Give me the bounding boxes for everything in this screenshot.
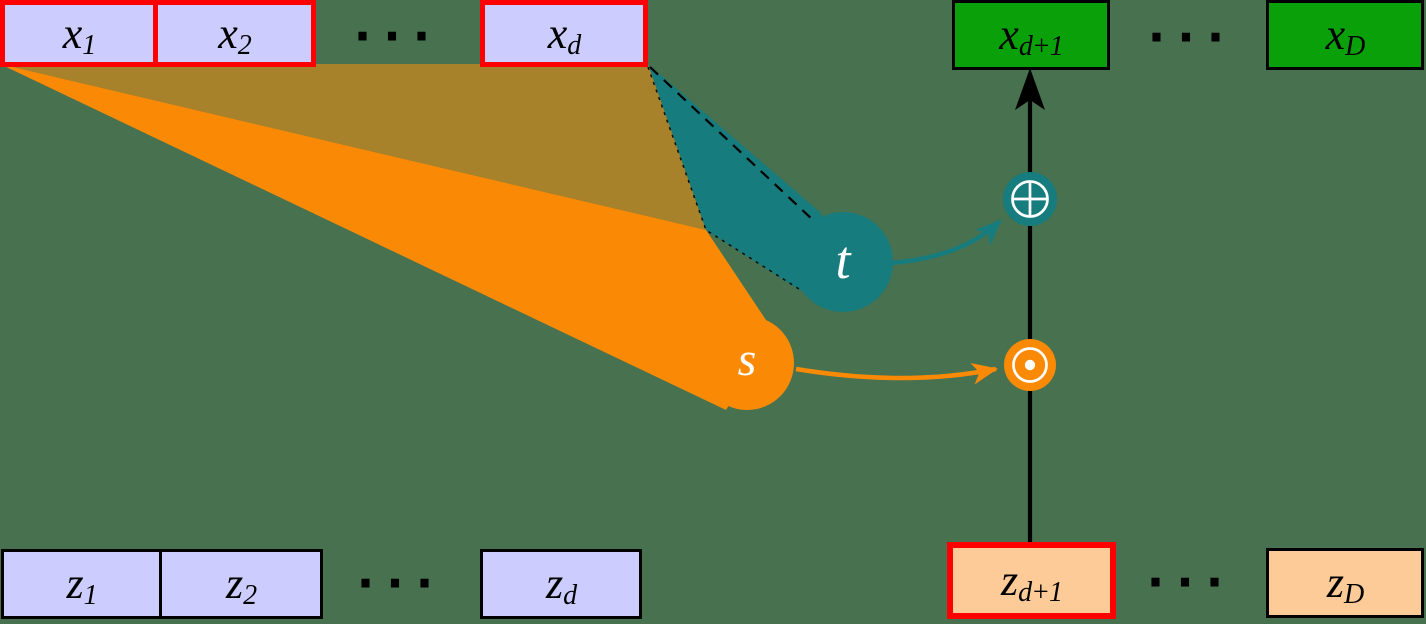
odot-icon — [1004, 339, 1056, 391]
fan-edge-dotted-line — [647, 66, 800, 290]
box-xd-label: x — [547, 8, 568, 58]
box-xD-subscript: D — [1345, 31, 1365, 62]
box-zD-subscript: D — [1343, 579, 1364, 610]
scale-fan — [0, 64, 774, 410]
box-xd-subscript: d — [567, 29, 581, 61]
ellipsis-bottom-left: ··· — [356, 556, 446, 610]
box-zd-label: z — [545, 559, 564, 608]
s-node-circle — [700, 316, 794, 410]
box-z2-label: z — [225, 559, 244, 608]
ellipsis-top-right: ··· — [1147, 10, 1237, 64]
t-arrow — [890, 219, 1002, 266]
box-xD-label: x — [1325, 10, 1346, 59]
ellipsis-bottom-right: ··· — [1146, 555, 1236, 609]
box-x2-label: x — [218, 8, 238, 58]
box-z2-subscript: 2 — [243, 580, 257, 611]
s-node-label: s — [737, 333, 757, 387]
s-arrow — [795, 362, 998, 385]
box-z1-subscript: 1 — [83, 580, 98, 611]
translate-fan — [648, 64, 822, 291]
box-zD-label: z — [1326, 558, 1344, 607]
oplus-icon — [1003, 172, 1057, 226]
box-x1-subscript: 1 — [82, 29, 96, 61]
ellipsis-top-left: ··· — [353, 9, 443, 63]
box-zd1-subscript: d+1 — [1018, 576, 1063, 608]
box-xd1-label: x — [999, 10, 1019, 59]
box-xd1-subscript: d+1 — [1018, 31, 1064, 62]
box-z1-label: z — [66, 559, 84, 608]
box-zd-subscript: d — [563, 580, 577, 611]
flow-arrowhead-icon — [1015, 68, 1045, 110]
t-node-label: t — [835, 229, 851, 290]
box-zd1-label: z — [1000, 555, 1019, 605]
box-x2-subscript: 2 — [237, 29, 252, 61]
box-x1-label: x — [62, 8, 83, 58]
t-node-circle — [793, 212, 893, 312]
